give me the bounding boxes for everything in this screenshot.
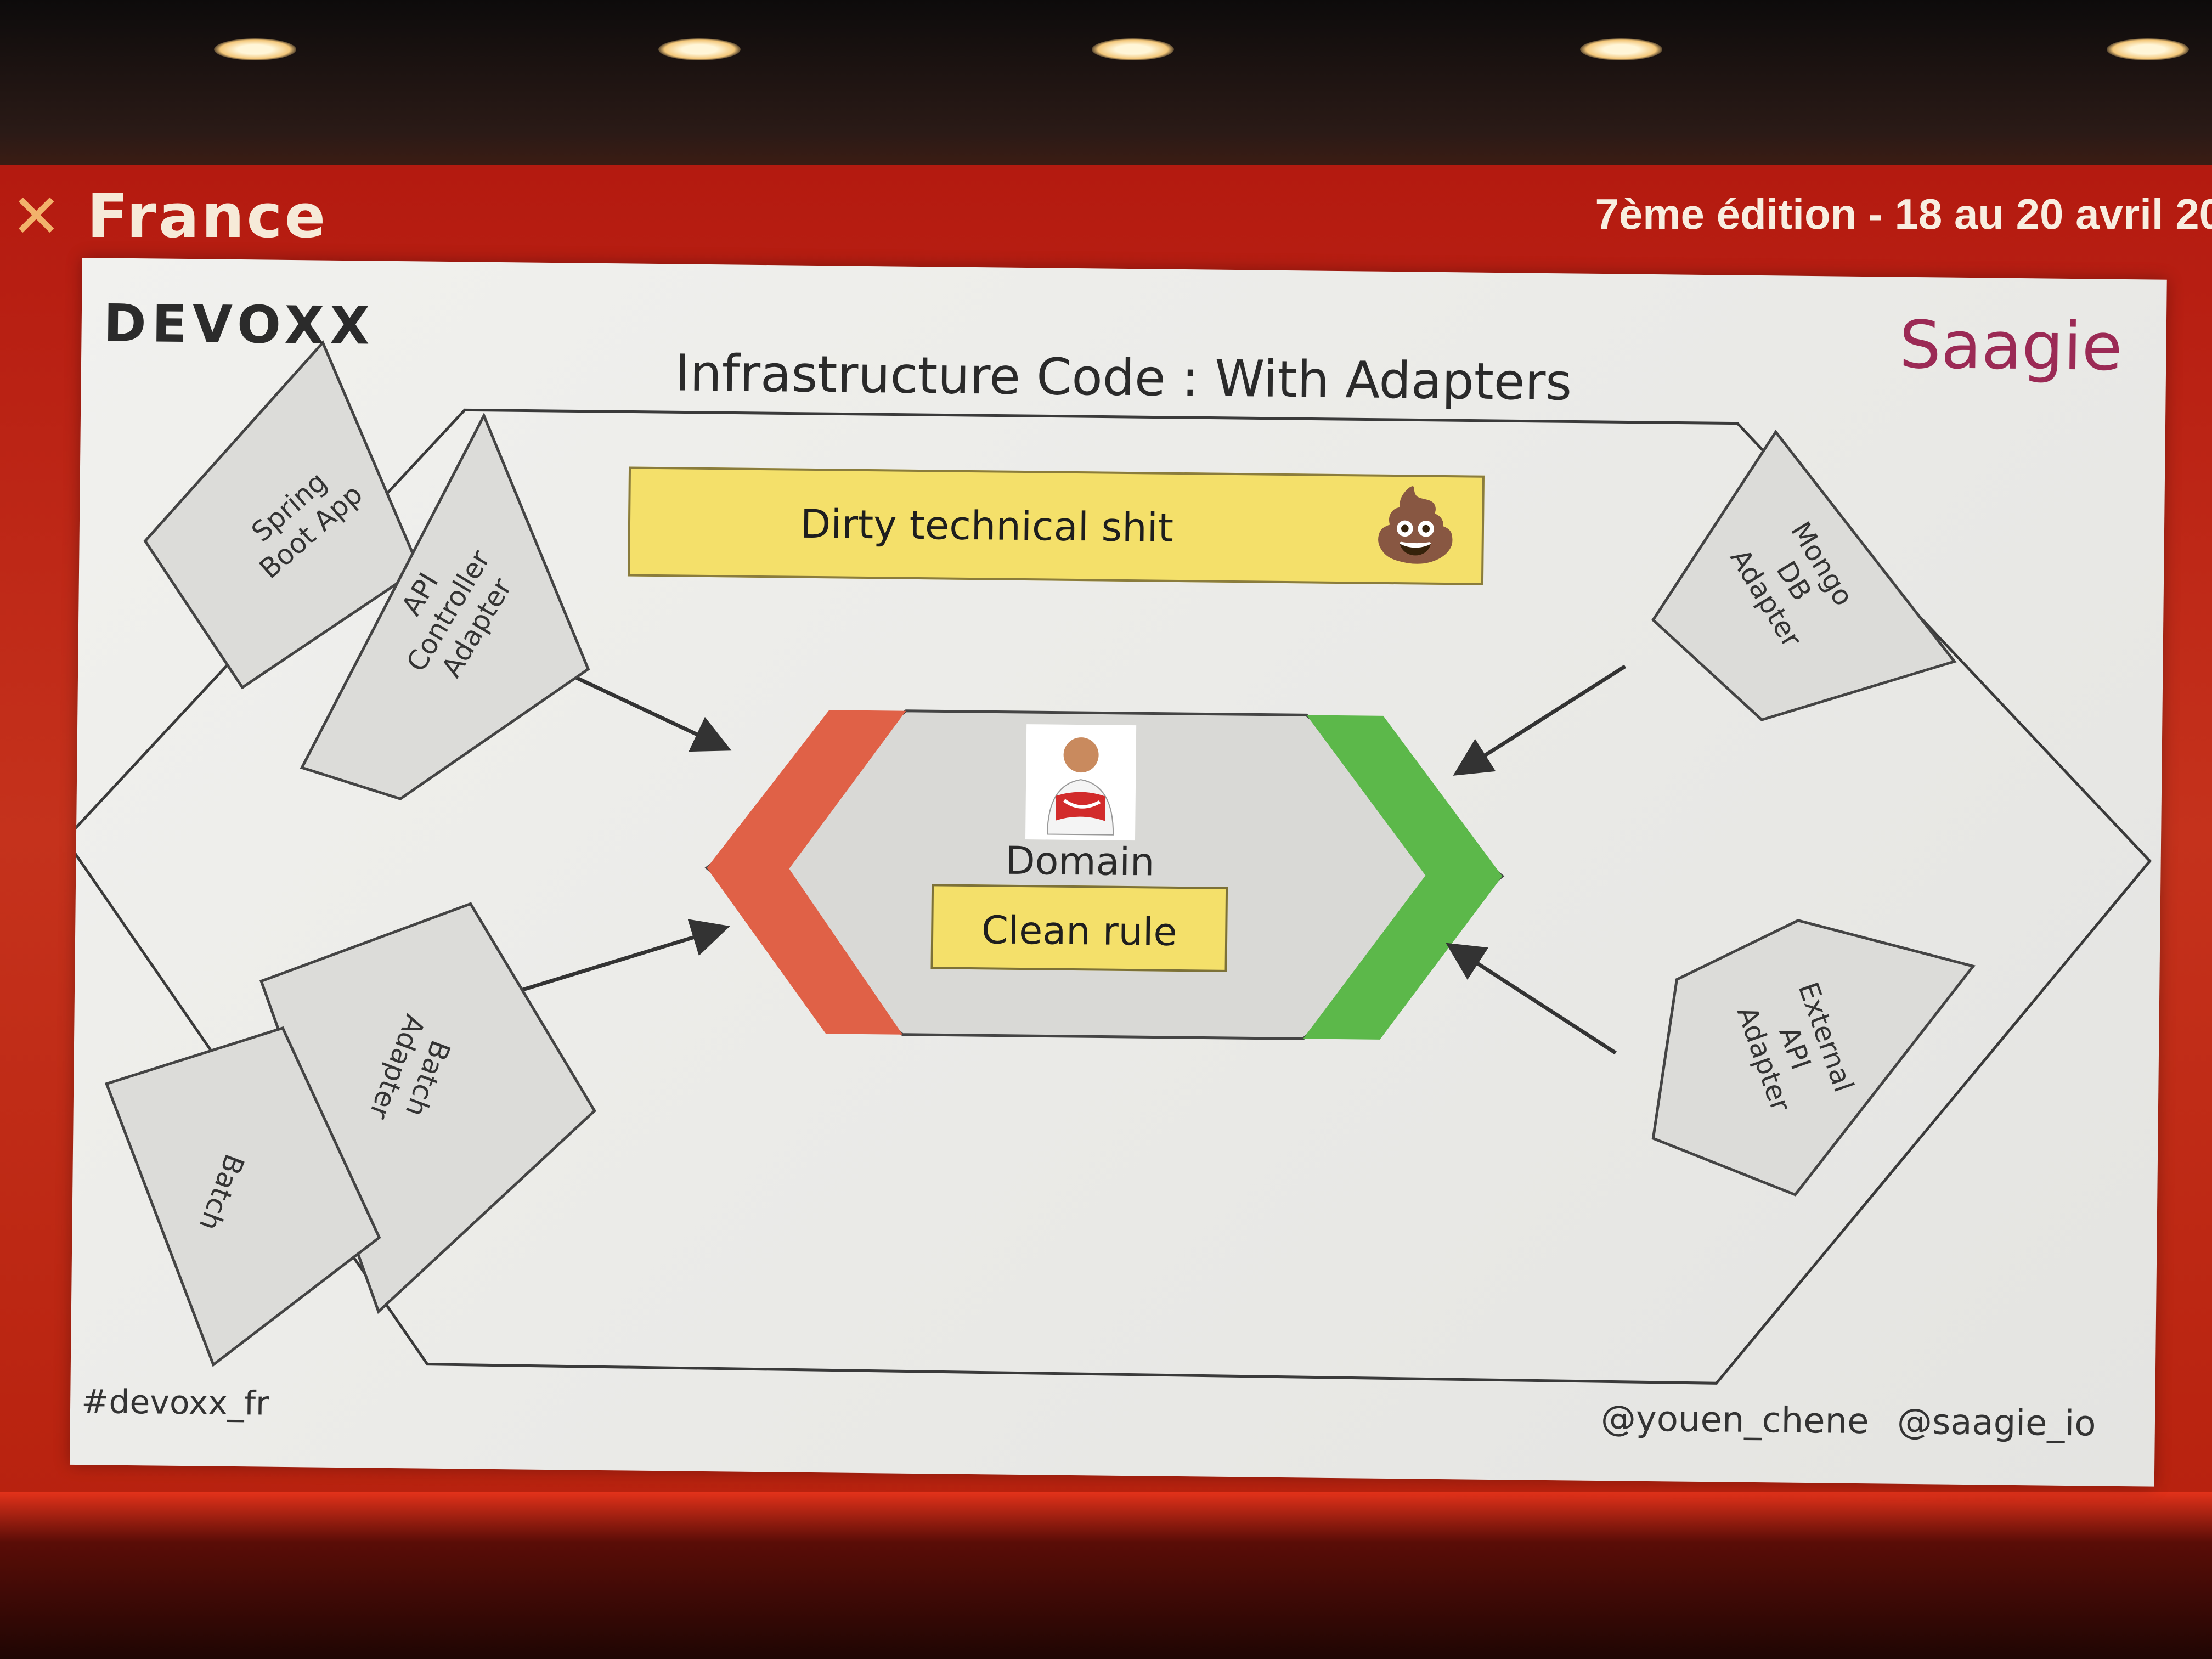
- mr-clean-image: [1025, 724, 1137, 841]
- arrow-external: [1446, 943, 1617, 1055]
- mr-clean-icon: [1047, 737, 1114, 836]
- poop-icon: 💩: [1370, 482, 1460, 567]
- hashtag-text: #devoxx_fr: [81, 1383, 269, 1423]
- outer-hexagon: [69, 408, 2152, 1385]
- api-adapter-shape: [300, 412, 590, 800]
- ceiling-light: [2107, 38, 2189, 60]
- company-handle: @saagie_io: [1897, 1401, 2096, 1444]
- clean-rule-box: Clean rule: [930, 884, 1228, 972]
- ceiling: [0, 0, 2212, 165]
- ceiling-light: [214, 38, 296, 60]
- clean-rule-label: Clean rule: [981, 907, 1177, 955]
- external-adapter-shape: [1651, 919, 1976, 1197]
- hexagon-diagram: Spring Boot App API Controller Adapter B…: [69, 340, 2152, 1385]
- banner-brand: ✕ France: [11, 181, 328, 251]
- domain-label: Domain: [1005, 838, 1155, 885]
- banner-edition-text: 7ème édition - 18 au 20 avril 20: [1595, 190, 2212, 238]
- speaker-handle: @youen_chene: [1600, 1398, 1869, 1442]
- batch-shape: [104, 1026, 381, 1367]
- banner-france-text: France: [87, 181, 328, 251]
- ceiling-light: [1580, 38, 1662, 60]
- stage-floor: [0, 1492, 2212, 1659]
- mongo-adapter-shape: [1651, 430, 1957, 721]
- presentation-slide: Spring Boot App API Controller Adapter B…: [69, 258, 2167, 1487]
- dirty-technical-label: Dirty technical shit: [800, 500, 1174, 551]
- devoxx-x-logo-icon: ✕: [11, 181, 64, 251]
- arrow-mongo: [1453, 664, 1627, 776]
- left-red-chevron: [707, 710, 906, 1035]
- right-green-chevron: [1303, 715, 1503, 1040]
- ceiling-light: [658, 38, 741, 60]
- ceiling-light: [1092, 38, 1174, 60]
- dirty-technical-box: Dirty technical shit 💩: [627, 466, 1485, 585]
